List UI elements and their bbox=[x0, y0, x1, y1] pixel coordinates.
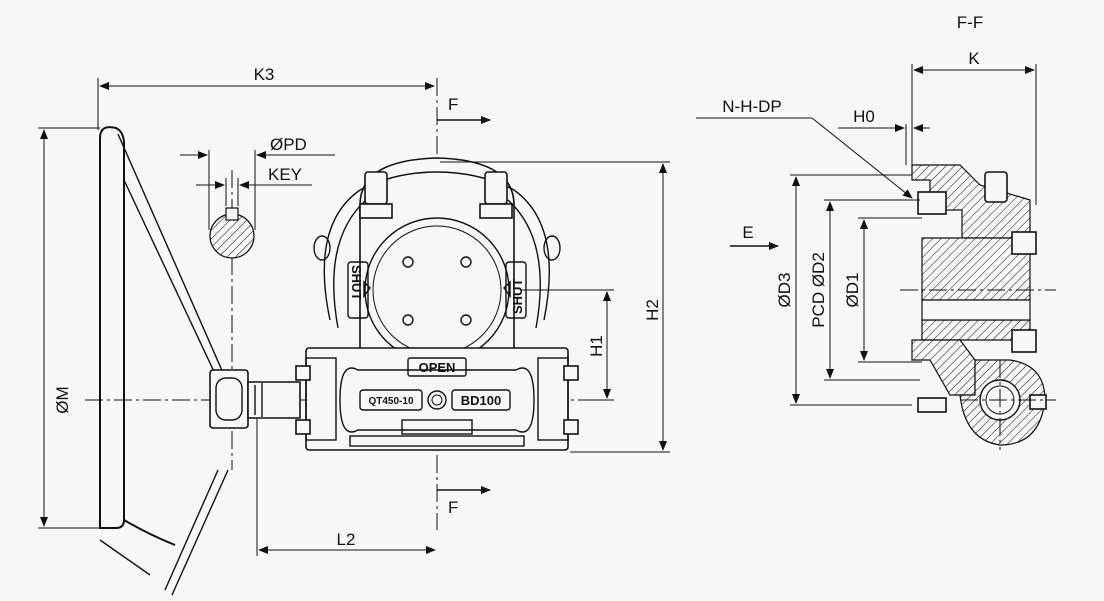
label-m: ØM bbox=[53, 386, 72, 413]
arrow-e: E bbox=[730, 223, 779, 250]
label-f-bottom: F bbox=[448, 498, 458, 517]
shaft-end-view bbox=[209, 207, 255, 259]
section-mark-top: F bbox=[437, 95, 491, 124]
label-h0: H0 bbox=[853, 107, 875, 126]
dim-m: ØM bbox=[38, 127, 100, 529]
input-shaft bbox=[209, 369, 301, 429]
gearbox-lower bbox=[295, 347, 579, 451]
dim-key: KEY bbox=[196, 165, 312, 206]
handwheel bbox=[99, 126, 236, 596]
gearbox-body bbox=[313, 157, 561, 363]
plate-open: OPEN bbox=[419, 360, 456, 375]
label-e: E bbox=[742, 223, 753, 242]
leader-nhdp: N-H-DP bbox=[696, 97, 913, 199]
plate-shut-right: SHUT bbox=[510, 279, 525, 314]
label-k: K bbox=[968, 49, 980, 68]
dim-k: K bbox=[911, 49, 1037, 205]
section-title: F-F bbox=[957, 13, 983, 32]
dim-h1: H1 bbox=[520, 289, 614, 401]
dim-k3: K3 bbox=[97, 65, 435, 130]
section-body bbox=[900, 164, 1056, 450]
label-pcd-d2: PCD ØD2 bbox=[809, 252, 828, 328]
dim-d1: ØD1 bbox=[843, 217, 922, 363]
dim-pd: ØPD bbox=[180, 135, 335, 230]
label-l2: L2 bbox=[337, 530, 356, 549]
plate-model: QT450-10 bbox=[368, 396, 413, 407]
label-pd: ØPD bbox=[270, 135, 307, 154]
label-k3: K3 bbox=[254, 65, 275, 84]
label-nhdp: N-H-DP bbox=[722, 97, 782, 116]
plate-bd: BD100 bbox=[461, 393, 501, 408]
plate-shut-left: SHUT bbox=[349, 265, 364, 300]
label-d1: ØD1 bbox=[843, 273, 862, 308]
label-h2: H2 bbox=[643, 299, 662, 321]
label-h1: H1 bbox=[587, 335, 606, 357]
label-f-top: F bbox=[448, 95, 458, 114]
dim-h2: H2 bbox=[440, 161, 670, 453]
dim-pcd-d2: PCD ØD2 bbox=[809, 199, 920, 381]
label-key: KEY bbox=[268, 165, 302, 184]
dim-h0: H0 bbox=[838, 107, 930, 165]
dim-d3: ØD3 bbox=[775, 174, 912, 406]
label-d3: ØD3 bbox=[775, 273, 794, 308]
section-mark-bottom: F bbox=[437, 486, 491, 517]
dim-l2: L2 bbox=[256, 418, 436, 556]
